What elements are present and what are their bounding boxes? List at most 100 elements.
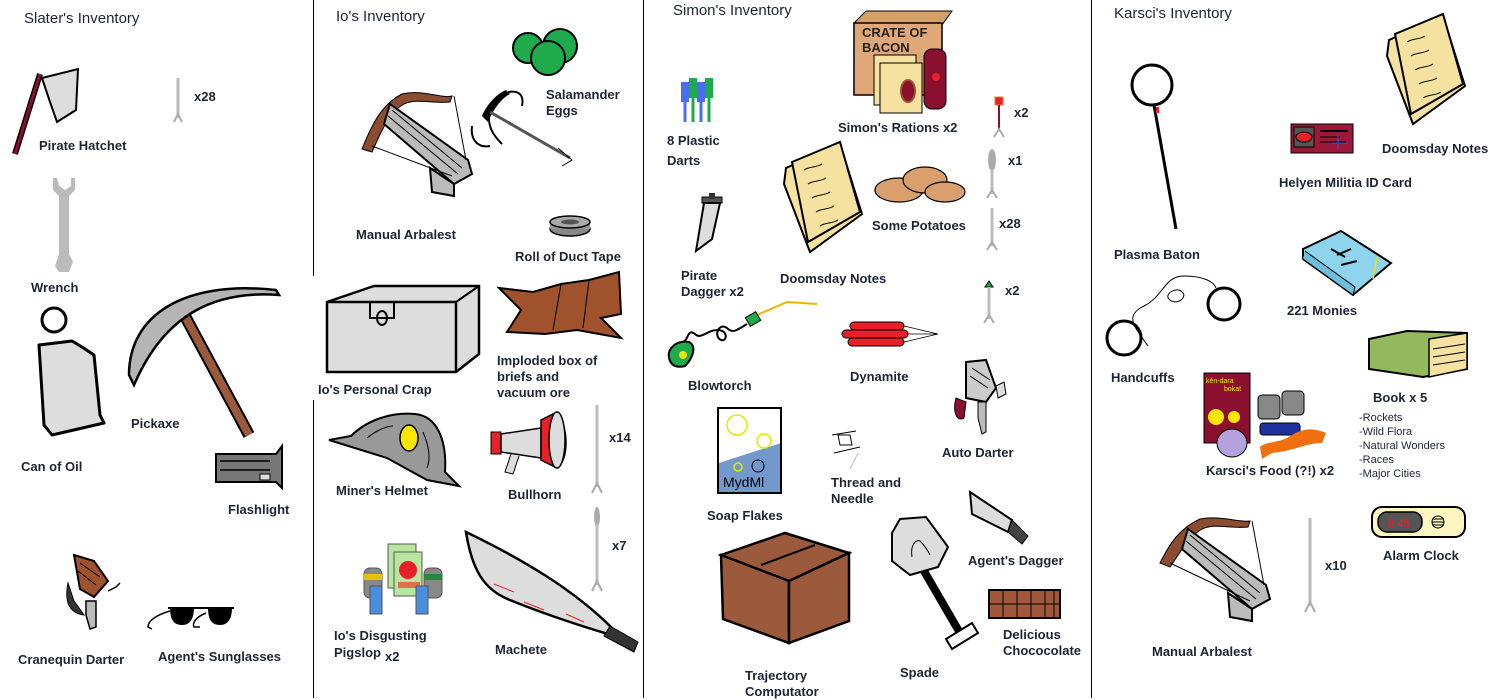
money-icon[interactable]: [1301, 229, 1393, 299]
handcuffs-icon[interactable]: [1104, 266, 1244, 362]
potatoes-icon[interactable]: [873, 164, 967, 204]
item-label: briefs and: [497, 369, 560, 384]
soap-box-icon[interactable]: MydMl: [717, 407, 783, 495]
item-label: Imploded box of: [497, 353, 598, 368]
quantity-label: x2: [385, 649, 400, 664]
hatchet-icon[interactable]: [10, 66, 80, 158]
item-label: Wrench: [31, 280, 79, 295]
oil-can-icon[interactable]: [34, 305, 109, 440]
dart-icon[interactable]: [993, 96, 1005, 139]
plastic-darts-icon[interactable]: [681, 78, 715, 126]
item-label: Manual Arbalest: [356, 227, 456, 242]
auto-darter-icon[interactable]: [952, 358, 1014, 436]
grappling-hook-icon[interactable]: [466, 86, 576, 176]
dart-icon[interactable]: [591, 405, 603, 495]
item-label: Machete: [495, 642, 548, 657]
sunglasses-icon[interactable]: [146, 605, 236, 633]
dart-icon[interactable]: [986, 208, 998, 252]
item-label: Io's Disgusting: [334, 628, 427, 643]
baton-icon[interactable]: [1126, 63, 1186, 233]
crumpled-box-icon[interactable]: [496, 270, 627, 340]
id-card-icon[interactable]: [1290, 123, 1354, 154]
dart-icon[interactable]: [173, 78, 183, 124]
alarm-clock-icon[interactable]: 6:45: [1371, 506, 1467, 538]
item-label: Chococolate: [1003, 643, 1082, 658]
food-box-text: kěn-dara: [1206, 378, 1234, 385]
book-list-item: -Wild Flora: [1359, 426, 1413, 438]
item-label: Needle: [831, 491, 874, 506]
duct-tape-icon[interactable]: [549, 215, 591, 237]
item-label: Dagger x2: [681, 284, 744, 299]
crate-icon[interactable]: [324, 282, 484, 374]
item-label: Alarm Clock: [1383, 548, 1459, 563]
eggs-icon[interactable]: [510, 28, 582, 78]
machete-icon[interactable]: [464, 529, 642, 654]
item-label: Io's Personal Crap: [318, 382, 432, 397]
crate-label: CRATE OF: [862, 25, 928, 40]
item-label: Agent's Dagger: [968, 553, 1064, 568]
dart-icon[interactable]: [1304, 518, 1316, 614]
quantity-label: x2: [1005, 283, 1020, 298]
item-label: Doomsday Notes: [1382, 141, 1489, 156]
crossbow-icon[interactable]: [60, 553, 130, 633]
item-label: 8 Plastic: [667, 133, 720, 148]
notes-icon[interactable]: [782, 140, 864, 254]
arbalest-icon[interactable]: [361, 84, 482, 204]
item-label: Miner's Helmet: [336, 483, 428, 498]
spade-icon[interactable]: [890, 515, 982, 655]
clock-time: 6:45: [1388, 518, 1409, 530]
item-label: Plasma Baton: [1114, 247, 1200, 262]
item-label: Darts: [667, 153, 701, 168]
item-label: Manual Arbalest: [1152, 644, 1252, 659]
item-label: Blowtorch: [688, 378, 752, 393]
item-label: Handcuffs: [1111, 370, 1175, 385]
arbalest-icon[interactable]: [1159, 513, 1280, 633]
bullhorn-icon[interactable]: [487, 408, 567, 484]
item-label: Can of Oil: [21, 459, 83, 474]
chocolate-icon[interactable]: [988, 589, 1062, 619]
item-label: Eggs: [546, 103, 578, 118]
dart-icon[interactable]: [986, 148, 998, 200]
wrench-icon[interactable]: [45, 176, 85, 276]
quantity-label: x7: [612, 538, 627, 553]
dart-icon[interactable]: [591, 503, 603, 593]
item-label: Soap Flakes: [707, 508, 783, 523]
flashlight-icon[interactable]: [214, 443, 284, 491]
dart-icon[interactable]: [983, 279, 995, 325]
item-label: Roll of Duct Tape: [515, 249, 621, 264]
quantity-label: x1: [1008, 153, 1023, 168]
dagger-icon[interactable]: [692, 193, 728, 254]
cardboard-box-icon[interactable]: [717, 531, 853, 645]
item-label: Cranequin Darter: [18, 652, 125, 667]
pickaxe-icon[interactable]: [124, 275, 284, 440]
crate-label: BACON: [862, 40, 910, 55]
blowtorch-icon[interactable]: [667, 300, 827, 370]
panel-title: Karsci's Inventory: [1114, 5, 1232, 22]
item-label: Dynamite: [850, 369, 909, 384]
item-label: Trajectory: [745, 668, 808, 683]
item-label: Some Potatoes: [872, 218, 966, 233]
quantity-label: x2: [1014, 105, 1029, 120]
panel-title: Slater's Inventory: [24, 10, 140, 27]
dynamite-icon[interactable]: [838, 320, 943, 354]
helmet-icon[interactable]: [327, 410, 462, 488]
food-icon[interactable]: [363, 540, 444, 622]
quantity-label: x28: [999, 216, 1021, 231]
item-label: Simon's Rations x2: [838, 120, 958, 135]
panel-title: Simon's Inventory: [673, 2, 792, 19]
item-label: Doomsday Notes: [780, 271, 887, 286]
book-list-item: -Rockets: [1359, 412, 1403, 424]
divider: [643, 0, 644, 698]
item-label: 221 Monies: [1287, 303, 1358, 318]
book-list-item: -Major Cities: [1359, 468, 1421, 480]
quantity-label: x28: [194, 89, 216, 104]
book-list-item: -Natural Wonders: [1359, 440, 1445, 452]
item-label: Thread and: [831, 475, 902, 490]
notes-icon[interactable]: [1385, 12, 1467, 126]
knife-icon[interactable]: [968, 490, 1032, 548]
thread-needle-icon[interactable]: [830, 427, 870, 470]
book-icon[interactable]: [1367, 329, 1473, 381]
item-label: Agent's Sunglasses: [158, 649, 282, 664]
